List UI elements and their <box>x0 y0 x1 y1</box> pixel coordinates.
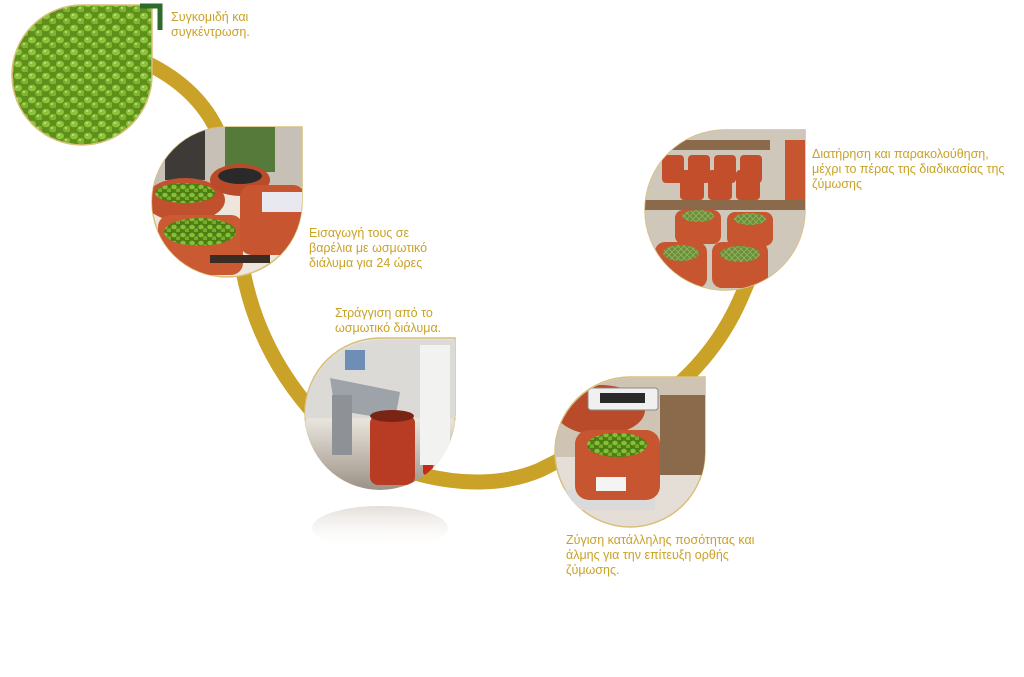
step-label-brine-barrels: Εισαγωγή τους σε βαρέλια με ωσμωτικό διά… <box>309 226 428 270</box>
photo-weighing <box>554 376 706 528</box>
photo-monitoring <box>644 129 806 291</box>
photo-reflection <box>312 506 448 550</box>
photo-draining <box>304 337 456 550</box>
photo-brine-barrels <box>151 126 303 278</box>
photo-harvest <box>11 3 163 146</box>
step-label-monitoring: Διατήρηση και παρακολούθηση, μέχρι το πέ… <box>812 147 1005 191</box>
step-label-harvest: Συγκομιδή και συγκέντρωση. <box>171 10 250 39</box>
step-label-weighing: Ζύγιση κατάλληλης ποσότητας και άλμης γι… <box>566 533 755 577</box>
step-label-draining: Στράγγιση από το ωσμωτικό διάλυμα. <box>335 306 442 335</box>
